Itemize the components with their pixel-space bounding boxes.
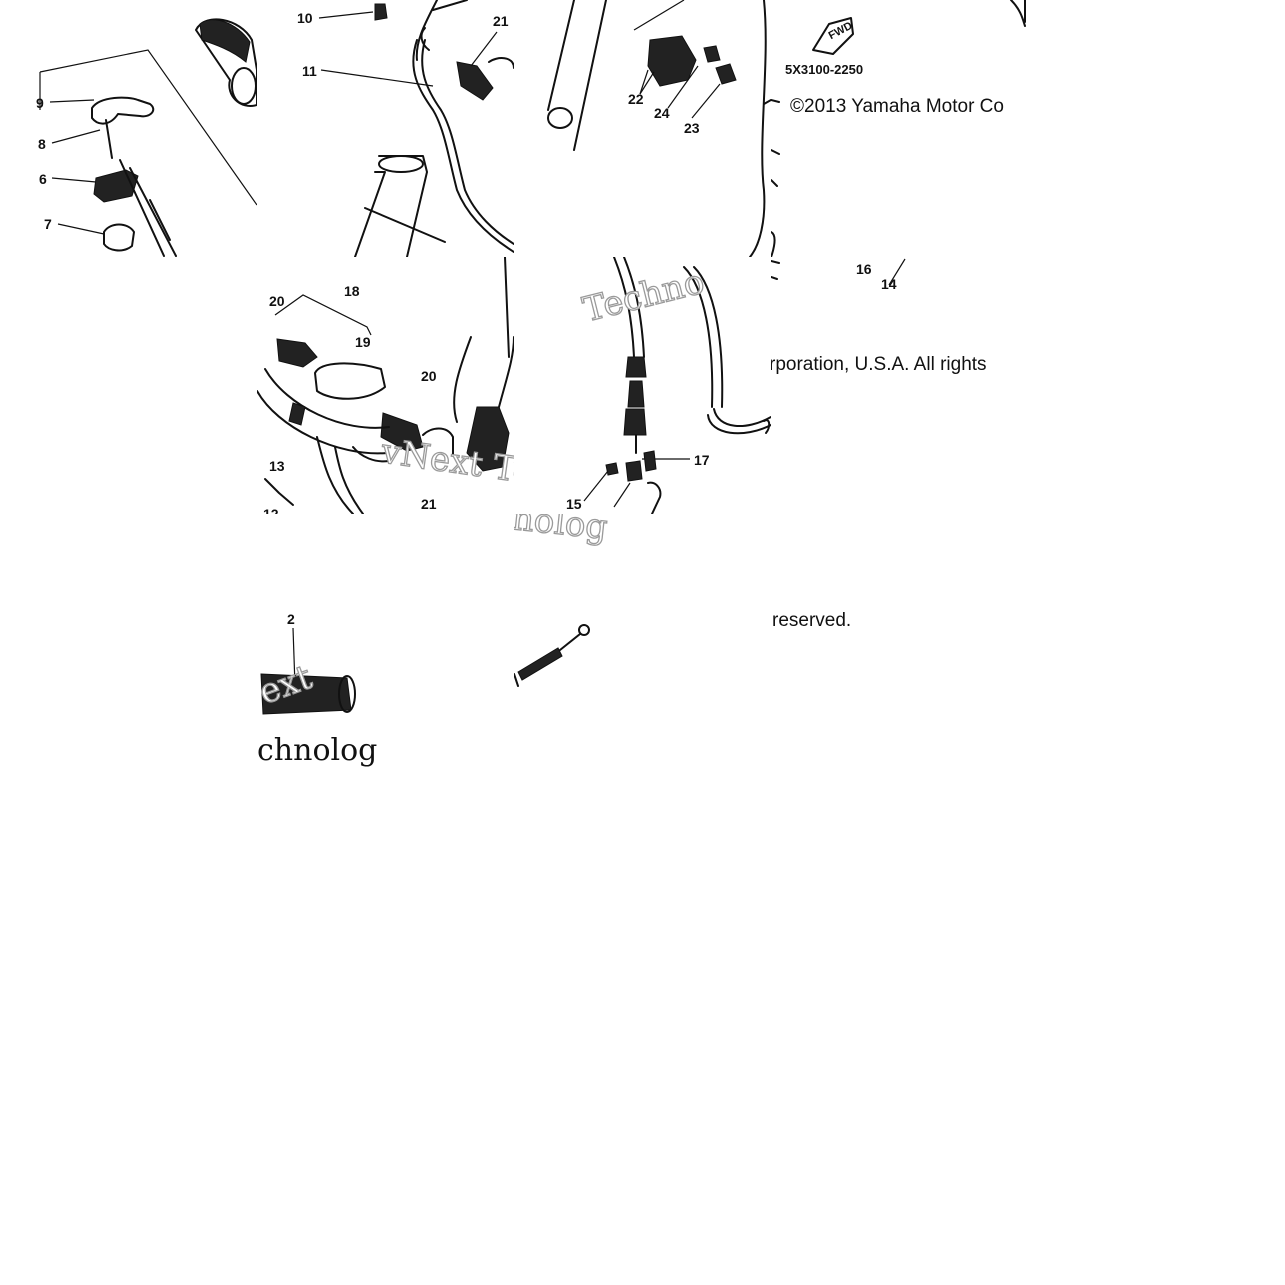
callout-18: 18 — [344, 283, 360, 299]
callout-15: 15 — [566, 496, 582, 512]
hose-drawing — [583, 257, 771, 514]
diagram-tile-cable: 10 11 21 — [257, 0, 514, 257]
bracket-drawing — [547, 0, 771, 257]
callout-24: 24 — [654, 105, 670, 121]
watermark-nolog: nolog — [514, 514, 610, 549]
callout-6: 6 — [39, 171, 47, 187]
callout-13: 13 — [269, 458, 285, 474]
callout-12-partial: 12 — [263, 506, 279, 514]
callout-14: 14 — [881, 276, 897, 292]
callout-11: 11 — [302, 63, 317, 79]
cable-drawing — [318, 0, 514, 257]
callout-20-left: 20 — [269, 293, 285, 309]
diagram-tile-rights: 16 14 rporation, U.S.A. All rights — [771, 257, 1028, 514]
callout-17: 17 — [694, 452, 710, 468]
callout-9: 9 — [36, 95, 44, 111]
callout-7: 7 — [44, 216, 52, 232]
fwd-arrow-drawing — [771, 0, 1026, 257]
throttle-assembly-drawing — [39, 18, 257, 257]
callout-22: 22 — [628, 91, 644, 107]
callout-21-top: 21 — [493, 13, 509, 29]
copyright-line-2: rporation, U.S.A. All rights — [771, 354, 987, 375]
adjuster-drawing — [257, 257, 514, 514]
drawing-code: 5X3100-2250 — [785, 62, 864, 77]
diagram-tile-spring — [514, 600, 614, 700]
diagram-tile-reserved: reserved. — [771, 600, 971, 640]
diagram-tile-grip: 2 ext chnolog — [257, 514, 514, 771]
rights-drawing — [771, 258, 906, 286]
diagram-tile-adjuster: 20 18 19 20 13 21 12 vNext Te — [257, 257, 514, 514]
copyright-line-3: reserved. — [772, 610, 852, 631]
diagram-tile-throttle: 9 8 6 7 — [0, 0, 257, 257]
callout-23: 23 — [684, 120, 700, 136]
diagram-tile-watermark-fragment: nolog — [514, 514, 624, 550]
callout-2: 2 — [287, 611, 295, 627]
diagram-tile-bracket: 22 24 23 — [514, 0, 771, 257]
callout-16: 16 — [856, 261, 872, 277]
grip-drawing — [260, 627, 356, 715]
watermark-chnolog: chnolog — [257, 733, 378, 768]
callout-19: 19 — [355, 334, 371, 350]
callout-8: 8 — [38, 136, 46, 152]
callout-21-bottom: 21 — [421, 496, 437, 512]
callout-10: 10 — [297, 10, 313, 26]
diagram-tile-hose: 17 15 Techno — [514, 257, 771, 514]
callout-20-right: 20 — [421, 368, 437, 384]
diagram-tile-info: FWD 5X3100-2250 ©2013 Yamaha Motor Co — [771, 0, 1028, 257]
spring-drawing — [514, 624, 590, 687]
copyright-line-1: ©2013 Yamaha Motor Co — [790, 96, 1004, 117]
